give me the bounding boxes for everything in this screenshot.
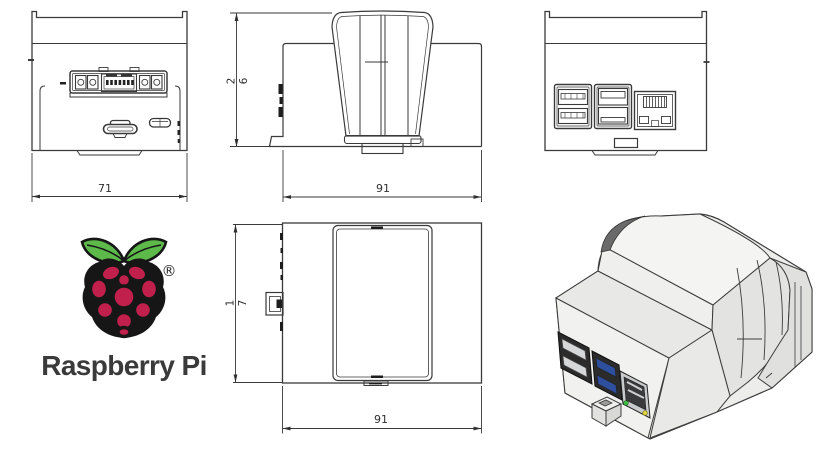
ethernet-led-yellow bbox=[642, 410, 648, 416]
edge-marks bbox=[177, 121, 180, 143]
terminal-block bbox=[60, 67, 168, 98]
rail-clip-marks bbox=[278, 84, 283, 117]
usb2-ports-3d bbox=[557, 331, 593, 385]
back-outline bbox=[544, 10, 708, 152]
front-outline bbox=[31, 10, 188, 152]
ethernet-port-icon bbox=[633, 90, 677, 131]
dim-label-71: 71 bbox=[98, 182, 112, 195]
dim-label-91-side: 91 bbox=[376, 182, 390, 195]
side-view: 2 6 91 bbox=[226, 10, 483, 202]
usb3-ports-3d bbox=[591, 350, 623, 401]
dim-side-height: 2 6 bbox=[226, 12, 332, 147]
raspberry-pi-logo: ® Raspberry Pi bbox=[24, 228, 224, 393]
dim-digit-left: 2 bbox=[226, 78, 238, 85]
registered-trademark: ® bbox=[162, 262, 177, 280]
ethernet-port-3d bbox=[619, 370, 651, 419]
dim-top-width: 91 bbox=[282, 386, 482, 434]
lid bbox=[332, 224, 433, 386]
raspberry-icon: ® bbox=[80, 237, 177, 339]
brand-wordmark: Raspberry Pi bbox=[41, 350, 207, 381]
top-outline bbox=[281, 222, 483, 384]
dim-side-width: 91 bbox=[282, 150, 482, 202]
top-view: 1 7 91 bbox=[225, 222, 483, 434]
iso-rail-wing bbox=[757, 257, 813, 389]
back-view bbox=[544, 10, 710, 156]
iso-dark-band bbox=[600, 215, 646, 253]
dim-front-width: 71 bbox=[31, 153, 188, 202]
din-dome bbox=[331, 10, 434, 155]
din-clip-3d bbox=[590, 396, 623, 427]
rail-clip-top bbox=[265, 291, 284, 316]
side-slot bbox=[148, 117, 172, 128]
dim-digit-left: 1 bbox=[225, 300, 237, 307]
dim-label-91-top: 91 bbox=[374, 413, 388, 426]
edge-marks-top bbox=[280, 233, 283, 331]
ethernet-led-green bbox=[623, 400, 629, 406]
front-view: 71 bbox=[28, 10, 188, 202]
leaf-icon bbox=[80, 237, 168, 265]
pin-row bbox=[106, 80, 134, 85]
usb-ports-icon bbox=[553, 83, 633, 130]
dim-top-height: 1 7 bbox=[225, 224, 283, 383]
micro-usb-port bbox=[102, 119, 138, 138]
sd-card-slot bbox=[613, 137, 639, 149]
dim-digit-right: 6 bbox=[238, 77, 250, 84]
dim-digit-right: 7 bbox=[237, 300, 249, 307]
iso-view bbox=[555, 213, 813, 440]
berry-drupelets bbox=[88, 263, 160, 339]
